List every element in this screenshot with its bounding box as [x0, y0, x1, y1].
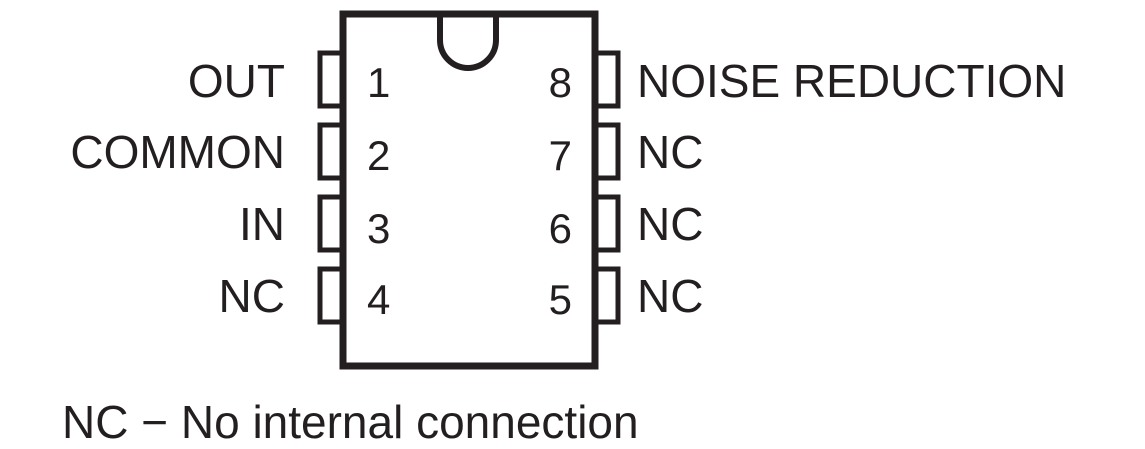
pin-1-label: OUT [188, 55, 285, 107]
pin-8-label: NOISE REDUCTION [637, 55, 1066, 107]
pin-4-lead [317, 266, 346, 325]
footnote: NC − No internal connection [62, 396, 639, 448]
ic-package-body [339, 10, 599, 370]
pin-5-label: NC [637, 270, 703, 322]
orientation-notch [437, 14, 499, 71]
pin-6-lead [592, 194, 621, 253]
pin-2-number: 2 [367, 132, 390, 179]
pin-6-label: NC [637, 198, 703, 250]
pin-8-lead [592, 50, 621, 109]
pin-4-label: NC [219, 270, 285, 322]
pin-7-label: NC [637, 126, 703, 178]
pin-1-lead [317, 50, 346, 109]
pin-1-number: 1 [367, 59, 390, 106]
pin-4-number: 4 [367, 276, 390, 323]
pin-3-lead [317, 194, 346, 253]
pin-6-number: 6 [549, 205, 572, 252]
pin-3-label: IN [239, 198, 285, 250]
pin-2-lead [317, 122, 346, 181]
pin-2-label: COMMON [70, 126, 285, 178]
pin-3-number: 3 [367, 205, 390, 252]
pin-7-lead [592, 122, 621, 181]
pin-5-number: 5 [549, 276, 572, 323]
pin-7-number: 7 [549, 132, 572, 179]
pin-5-lead [592, 266, 621, 325]
pin-8-number: 8 [549, 59, 572, 106]
